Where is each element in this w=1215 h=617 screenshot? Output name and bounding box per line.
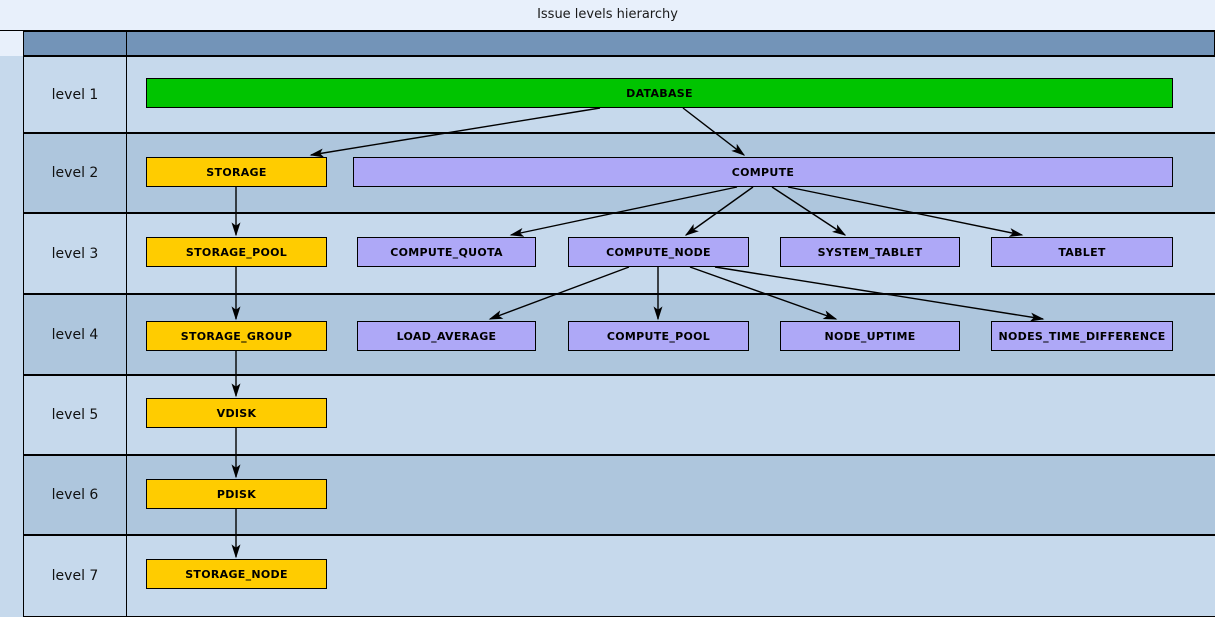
level-label-3: level 3 [24,214,127,293]
level-label-5: level 5 [24,376,127,454]
level-label-2: level 2 [24,134,127,212]
header-divider [126,32,127,57]
node-load_average[interactable]: LOAD_AVERAGE [357,321,536,351]
node-compute[interactable]: COMPUTE [353,157,1173,187]
node-vdisk[interactable]: VDISK [146,398,327,428]
node-nodes_time_difference[interactable]: NODES_TIME_DIFFERENCE [991,321,1173,351]
node-tablet[interactable]: TABLET [991,237,1173,267]
node-storage_group[interactable]: STORAGE_GROUP [146,321,327,351]
node-pdisk[interactable]: PDISK [146,479,327,509]
page-title: Issue levels hierarchy [537,7,678,22]
node-system_tablet[interactable]: SYSTEM_TABLET [780,237,960,267]
level-label-4: level 4 [24,295,127,374]
title-bar: Issue levels hierarchy [0,0,1215,31]
level-label-1: level 1 [24,57,127,132]
header-row [24,31,1215,57]
level-label-7: level 7 [24,536,127,616]
node-node_uptime[interactable]: NODE_UPTIME [780,321,960,351]
node-compute_node[interactable]: COMPUTE_NODE [568,237,749,267]
node-storage[interactable]: STORAGE [146,157,327,187]
node-compute_pool[interactable]: COMPUTE_POOL [568,321,749,351]
node-storage_node[interactable]: STORAGE_NODE [146,559,327,589]
node-compute_quota[interactable]: COMPUTE_QUOTA [357,237,536,267]
node-storage_pool[interactable]: STORAGE_POOL [146,237,327,267]
level-label-6: level 6 [24,456,127,534]
left-gutter-fill [0,56,24,617]
node-database[interactable]: DATABASE [146,78,1173,108]
